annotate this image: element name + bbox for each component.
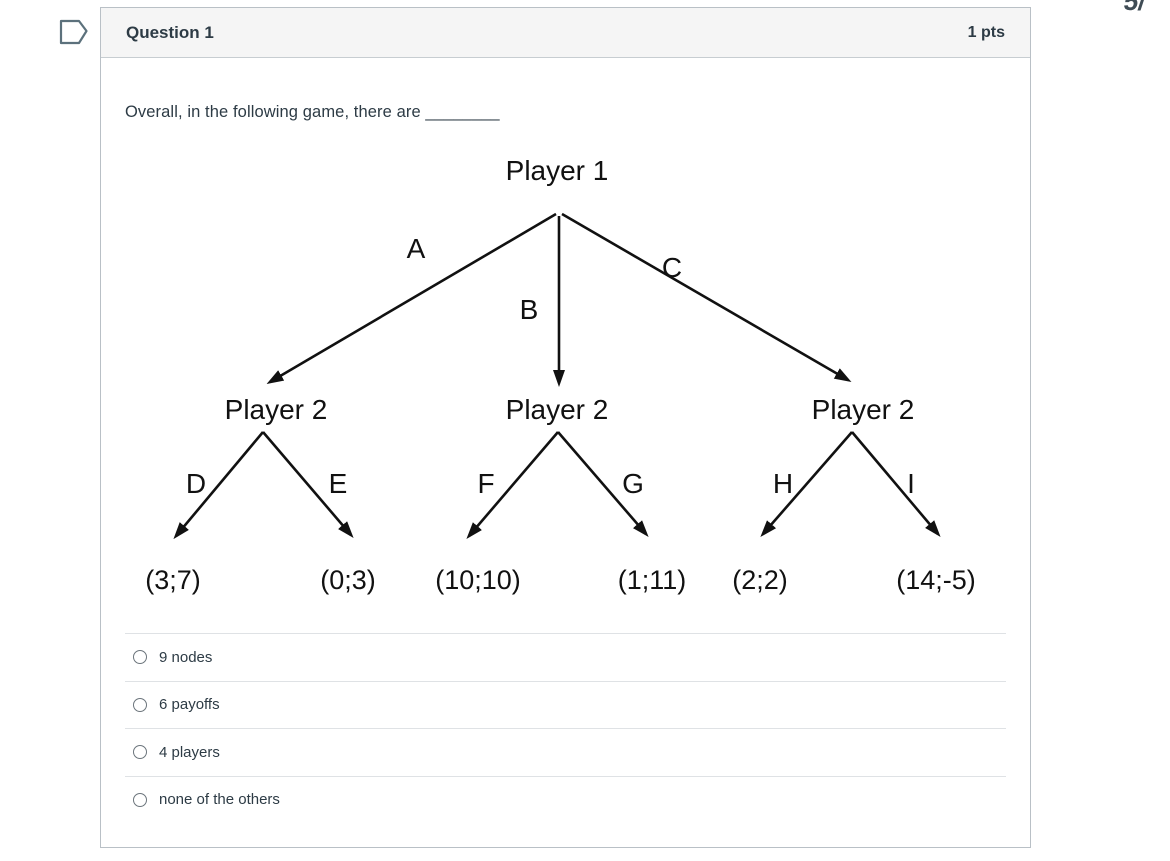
edge-label-C: C xyxy=(662,252,682,283)
tree-node-player2-left: Player 2 xyxy=(225,394,328,425)
radio-button[interactable] xyxy=(133,745,147,760)
tree-node-player2-middle: Player 2 xyxy=(506,394,609,425)
edge-label-F: F xyxy=(477,468,494,499)
edge-G xyxy=(557,431,649,538)
radio-button[interactable] xyxy=(133,697,147,712)
payoff-2: (0;3) xyxy=(320,565,376,595)
edge-label-I: I xyxy=(907,468,915,499)
radio-button[interactable] xyxy=(133,650,147,665)
question-card: Question 1 1 pts xyxy=(100,7,1031,848)
payoff-6: (14;-5) xyxy=(896,565,976,595)
edge-label-B: B xyxy=(520,294,539,325)
question-points: 1 pts xyxy=(967,23,1005,41)
question-prompt: Overall, in the following game, there ar… xyxy=(125,103,500,121)
answer-option-9-nodes[interactable]: 9 nodes xyxy=(125,633,1006,681)
edge-A xyxy=(266,212,557,385)
tree-node-player1: Player 1 xyxy=(506,155,609,186)
payoff-5: (2;2) xyxy=(732,565,788,595)
option-label: none of the others xyxy=(159,791,280,809)
payoff-3: (10;10) xyxy=(435,565,521,595)
edge-E xyxy=(262,431,354,539)
answer-option-4-players[interactable]: 4 players xyxy=(125,728,1006,776)
tree-node-player2-right: Player 2 xyxy=(812,394,915,425)
edge-label-G: G xyxy=(622,468,644,499)
edge-label-A: A xyxy=(407,233,426,264)
question-title: Question 1 xyxy=(126,22,214,42)
flag-question-button[interactable] xyxy=(58,19,90,47)
radio-button[interactable] xyxy=(133,792,147,807)
page-corner-text-fragment: 5/ xyxy=(1124,0,1170,13)
option-label: 6 payoffs xyxy=(159,696,220,714)
payoff-4: (1;11) xyxy=(618,565,687,595)
edge-C xyxy=(561,212,852,383)
question-header: Question 1 1 pts xyxy=(101,8,1030,58)
answer-option-6-payoffs[interactable]: 6 payoffs xyxy=(125,680,1006,729)
edge-I xyxy=(851,431,941,538)
edge-D xyxy=(173,431,264,540)
edge-label-E: E xyxy=(329,468,348,499)
edge-F xyxy=(466,431,559,540)
answer-options-list: 9 nodes 6 payoffs 4 players none of the … xyxy=(125,633,1006,823)
edge-label-H: H xyxy=(773,468,793,499)
game-tree-diagram: Player 1 A B C Player 2 Player 2 Player … xyxy=(145,155,976,595)
option-label: 4 players xyxy=(159,743,220,761)
edge-label-D: D xyxy=(186,468,206,499)
flag-icon xyxy=(59,19,88,45)
payoff-1: (3;7) xyxy=(145,565,201,595)
option-label: 9 nodes xyxy=(159,648,213,666)
edge-H xyxy=(760,431,853,538)
answer-option-none-of-the-others[interactable]: none of the others xyxy=(125,775,1006,824)
